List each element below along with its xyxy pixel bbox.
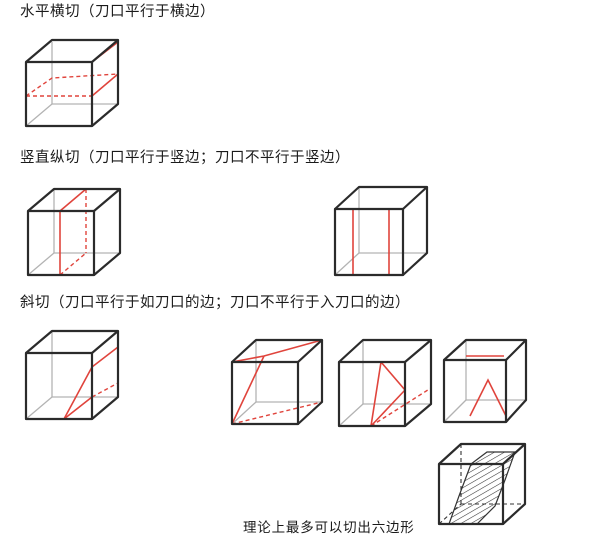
cube-vertical-cut-nonparallel xyxy=(333,185,429,277)
cube-oblique-cut-1 xyxy=(24,329,120,421)
cube-horizontal-cut xyxy=(24,38,120,128)
caption-hexagon-note: 理论上最多可以切出六边形 xyxy=(243,520,415,536)
caption-horizontal-cut: 水平横切（刀口平行于横边） xyxy=(20,4,215,20)
cube-oblique-cut-2 xyxy=(230,338,324,426)
cube-vertical-cut-parallel xyxy=(26,187,122,277)
caption-vertical-cut: 竖直纵切（刀口平行于竖边；刀口不平行于竖边） xyxy=(20,150,350,166)
caption-oblique-cut: 斜切（刀口平行于如刀口的边；刀口不平行于入刀口的边） xyxy=(20,295,410,311)
cube-oblique-cut-3 xyxy=(337,338,433,428)
cube-hexagon-cut xyxy=(437,442,527,526)
cube-oblique-cut-4 xyxy=(442,338,528,424)
